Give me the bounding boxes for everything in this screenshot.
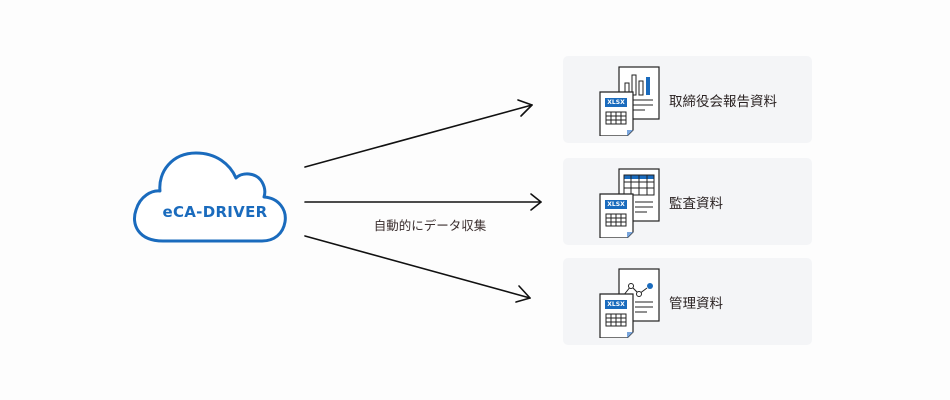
output-label: 取締役会報告資料 [669,94,777,110]
arrow-to-board-report [304,104,533,168]
cloud-icon [133,151,287,243]
arrowhead-bottom [515,285,531,303]
xlsx-badge: XLSX [607,99,625,106]
output-card-board-report: 取締役会報告資料 [563,56,812,143]
arrowhead-top [517,99,533,117]
arrowhead-middle [530,193,542,211]
source-name: eCA-DRIVER [162,203,268,221]
arrow-to-management [304,235,531,299]
xlsx-badge: XLSX [607,301,625,308]
bar-chart-document-icon [599,66,660,136]
output-label: 監査資料 [669,196,723,212]
line-chart-document-icon [599,268,660,338]
output-card-audit: 監査資料 [563,158,812,245]
table-document-icon [599,168,660,238]
output-label: 管理資料 [669,296,723,312]
output-card-management: 管理資料 [563,258,812,345]
flow-label: 自動的にデータ収集 [373,218,487,233]
xlsx-badge: XLSX [607,201,625,208]
